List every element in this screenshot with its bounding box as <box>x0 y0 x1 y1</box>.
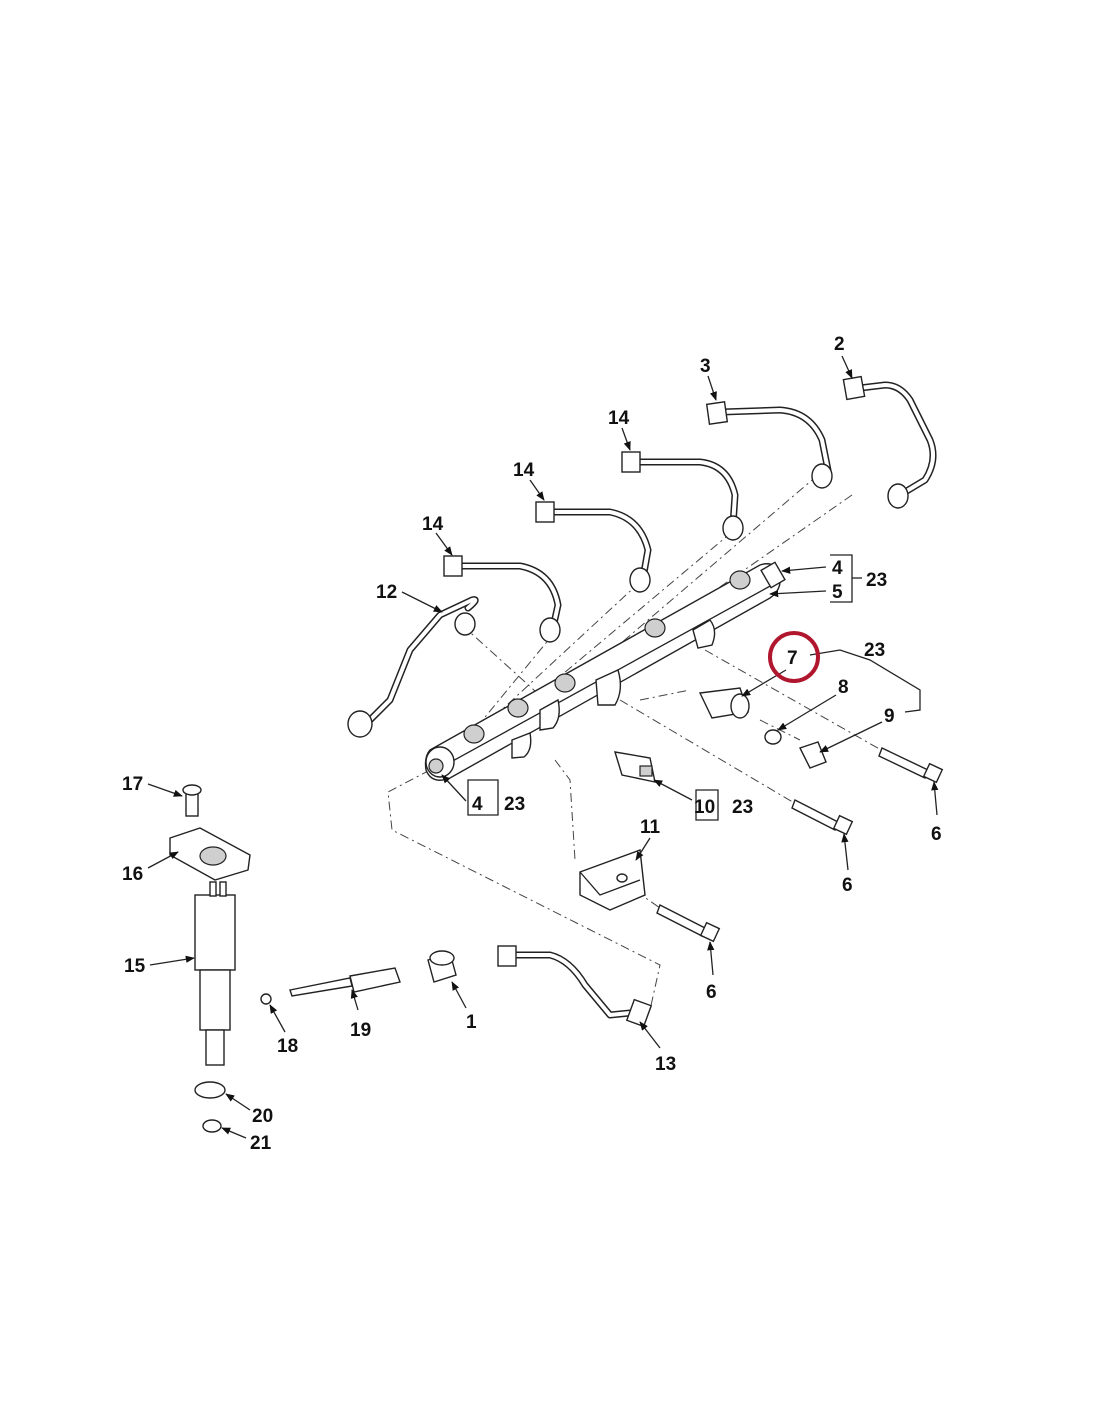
bolts <box>656 747 944 943</box>
callout-14: 14 <box>513 460 535 481</box>
callout-21: 21 <box>250 1133 272 1154</box>
tube-nuts <box>347 375 909 1028</box>
callout-14: 14 <box>608 408 630 429</box>
callout-20: 20 <box>252 1106 273 1127</box>
callout-18: 18 <box>277 1036 298 1057</box>
callout-1: 1 <box>466 1012 477 1033</box>
callout-9: 9 <box>884 706 895 727</box>
callout-16: 16 <box>122 864 143 885</box>
callout-6: 6 <box>842 875 853 896</box>
leader-lines <box>147 355 939 1139</box>
callout-13: 13 <box>655 1054 676 1075</box>
callout-23: 23 <box>864 640 885 661</box>
callout-labels: 2 3 14 14 14 12 4 5 23 23 8 9 4 23 10 23… <box>122 334 942 1154</box>
callout-6: 6 <box>931 824 942 845</box>
callout-2: 2 <box>834 334 845 355</box>
injector-parts <box>169 784 457 1133</box>
callout-23: 23 <box>866 570 887 591</box>
callout-11: 11 <box>640 817 661 838</box>
callout-4: 4 <box>832 558 843 579</box>
sensor-part <box>613 751 656 783</box>
group-braces <box>467 554 921 821</box>
callout-6: 6 <box>706 982 717 1003</box>
callout-5: 5 <box>832 582 843 603</box>
relief-valve-parts <box>698 687 827 769</box>
bracket-part <box>579 849 646 911</box>
callout-15: 15 <box>124 956 146 977</box>
callout-23: 23 <box>732 797 753 818</box>
highlighted-callout-7: 7 <box>768 631 820 683</box>
injector-lines <box>366 381 937 1019</box>
highlight-circle <box>768 631 820 683</box>
fuel-rail <box>424 561 786 781</box>
callout-23: 23 <box>504 794 525 815</box>
callout-10: 10 <box>694 797 715 818</box>
callout-4: 4 <box>472 794 483 815</box>
callout-7: 7 <box>787 648 798 669</box>
callout-17: 17 <box>122 774 143 795</box>
callout-8: 8 <box>838 677 849 698</box>
callout-3: 3 <box>700 356 711 377</box>
callout-19: 19 <box>350 1020 371 1041</box>
callout-12: 12 <box>376 582 397 603</box>
callout-14: 14 <box>422 514 444 535</box>
